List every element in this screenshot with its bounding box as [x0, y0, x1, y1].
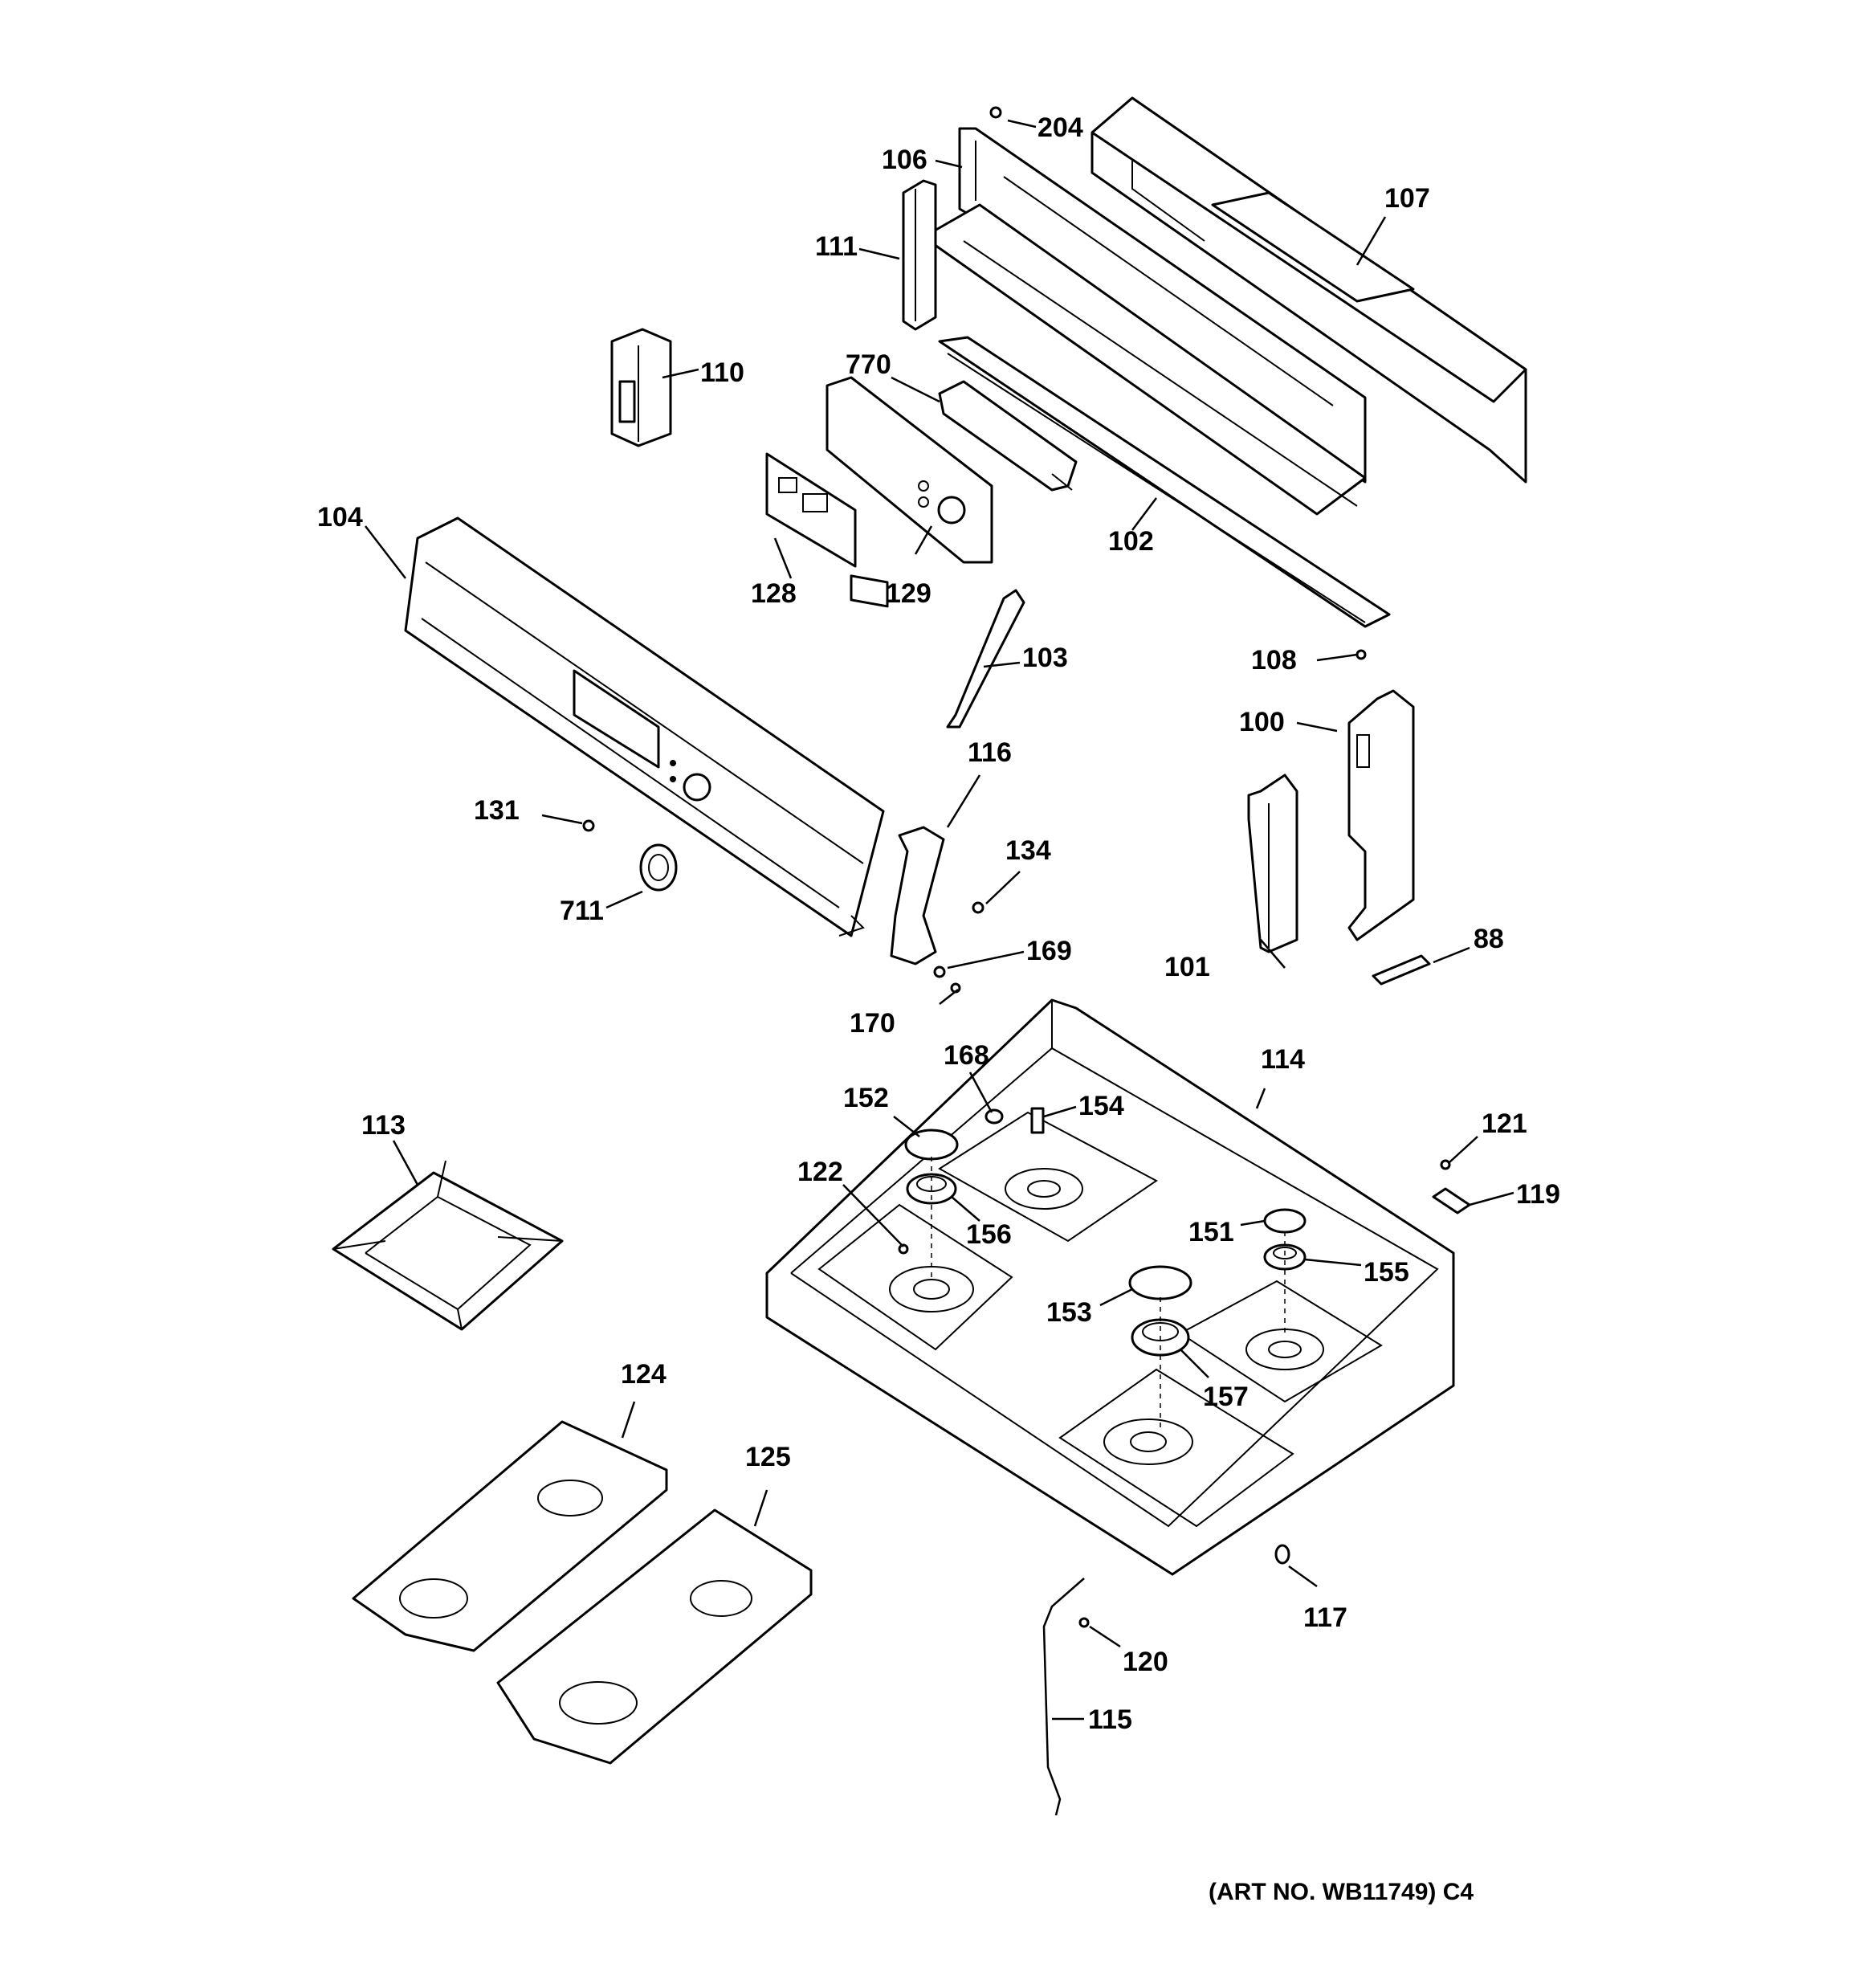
part-770-control-bracket	[938, 380, 1078, 492]
part-122-screw	[898, 1243, 909, 1255]
label-151: 151	[1188, 1217, 1234, 1247]
label-157: 157	[1203, 1382, 1249, 1412]
part-124-drip-pan	[352, 1420, 668, 1652]
part-711-knob	[639, 843, 678, 892]
label-170: 170	[850, 1008, 895, 1039]
label-155: 155	[1364, 1257, 1409, 1288]
label-108: 108	[1251, 645, 1297, 676]
part-117-bumper	[1274, 1544, 1290, 1565]
part-labels: 204 106 107 111 110 770 104 128 129 102 …	[317, 112, 1560, 1735]
label-131: 131	[474, 795, 520, 826]
part-119-bracket	[1432, 1187, 1471, 1214]
label-102: 102	[1108, 526, 1154, 557]
label-128: 128	[751, 578, 797, 609]
label-110: 110	[700, 357, 744, 388]
burner-well-rear-left	[938, 1111, 1158, 1243]
part-115-support-rod	[1042, 1578, 1085, 1816]
part-104-backsplash-panel	[404, 516, 885, 937]
part-111-side-bracket	[902, 179, 937, 331]
label-100: 100	[1239, 707, 1285, 737]
label-156: 156	[966, 1219, 1012, 1250]
part-106-manifold-panel	[922, 127, 1367, 516]
part-102-channel	[938, 336, 1391, 628]
part-169-washer	[933, 965, 946, 978]
label-121: 121	[1482, 1108, 1527, 1139]
part-108-screw	[1355, 649, 1367, 660]
label-106: 106	[882, 145, 927, 175]
part-88-spacer	[1372, 954, 1431, 986]
part-121-screw	[1440, 1159, 1451, 1170]
label-770: 770	[846, 349, 891, 380]
label-711: 711	[560, 896, 604, 926]
part-125-drip-pan	[496, 1508, 813, 1765]
label-125: 125	[745, 1442, 791, 1472]
label-103: 103	[1022, 643, 1068, 673]
part-153-burner-cap	[1128, 1265, 1192, 1300]
label-168: 168	[944, 1040, 989, 1071]
part-113-grate	[332, 1160, 564, 1331]
part-129-control-board	[826, 376, 993, 608]
label-122: 122	[797, 1157, 843, 1187]
label-129: 129	[886, 578, 932, 609]
art-number: (ART NO. WB11749) C4	[1209, 1879, 1474, 1905]
label-117: 117	[1303, 1602, 1347, 1633]
leader-lines	[365, 119, 1514, 1721]
label-101: 101	[1164, 952, 1210, 982]
label-104: 104	[317, 502, 363, 533]
label-154: 154	[1078, 1091, 1124, 1121]
label-107: 107	[1384, 183, 1430, 214]
part-152-burner-cap	[904, 1129, 959, 1161]
part-120-screw	[1078, 1617, 1090, 1628]
part-154-igniter	[1030, 1107, 1045, 1134]
label-152: 152	[843, 1083, 889, 1113]
part-100-side-trim	[1347, 689, 1415, 941]
label-153: 153	[1046, 1297, 1092, 1328]
label-88: 88	[1474, 924, 1504, 954]
part-107-back-cover	[1090, 96, 1527, 484]
label-204: 204	[1037, 112, 1083, 143]
label-119: 119	[1516, 1179, 1560, 1210]
part-110-switch	[610, 328, 672, 447]
part-204-screw	[989, 106, 1002, 119]
label-115: 115	[1088, 1704, 1132, 1735]
part-168-clip	[984, 1108, 1004, 1125]
part-128-overlay	[765, 452, 857, 568]
label-114: 114	[1261, 1044, 1305, 1075]
label-124: 124	[621, 1359, 667, 1390]
label-120: 120	[1123, 1647, 1168, 1677]
part-131-knob-ring	[582, 819, 595, 832]
part-116-end-cap	[890, 826, 945, 965]
label-111: 111	[815, 231, 858, 262]
part-134-screw	[972, 901, 984, 914]
label-169: 169	[1026, 936, 1072, 966]
part-151-burner-cap	[1263, 1208, 1307, 1234]
label-134: 134	[1005, 835, 1051, 866]
label-116: 116	[968, 737, 1012, 768]
part-155-burner-head	[1263, 1243, 1307, 1271]
part-103-strap	[946, 589, 1025, 729]
part-101-rear-bracket	[1247, 774, 1298, 953]
burner-well-front-right	[1058, 1368, 1294, 1528]
label-113: 113	[361, 1110, 406, 1141]
